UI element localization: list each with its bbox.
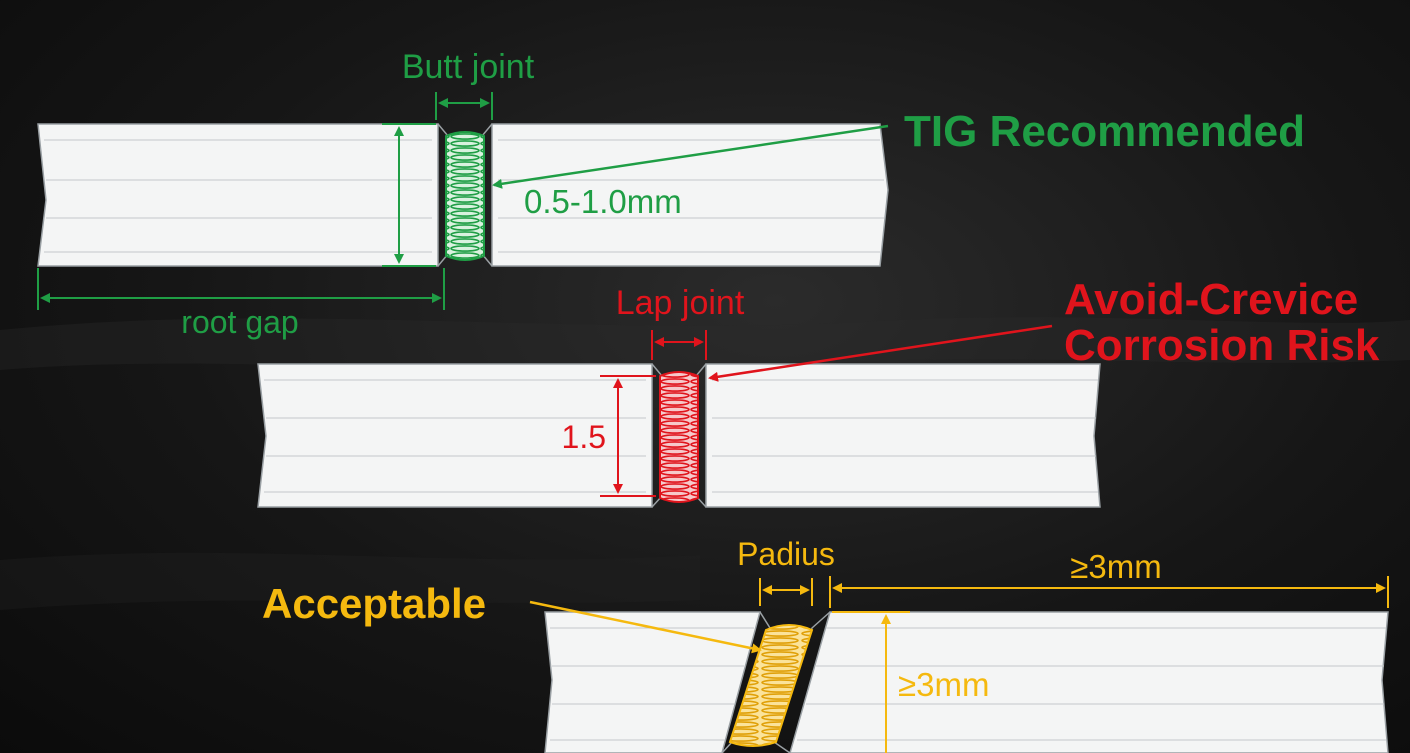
butt-joint-group: Butt joint root gap 0.5-1.0mm TIG Recomm… — [37, 48, 1305, 340]
tig-recommended-callout: TIG Recommended — [904, 107, 1305, 156]
crevice-callout-leader — [708, 324, 1053, 382]
butt-gap-label: 0.5-1.0mm — [524, 183, 682, 220]
length-label: ≥3mm — [1070, 548, 1161, 585]
acceptable-callout-leader — [529, 600, 762, 654]
fillet-weld-bead — [728, 624, 814, 747]
avoid-crevice-callout-line2: Corrosion Risk — [1064, 321, 1380, 370]
padius-title: Padius — [737, 536, 835, 572]
acceptable-callout: Acceptable — [262, 580, 486, 627]
fillet-joint-group: Padius ≥3mm ≥3mm Acceptable — [262, 536, 1389, 753]
butt-right-plate-lines — [498, 139, 884, 253]
root-gap-label: root gap — [181, 304, 298, 340]
butt-joint-title: Butt joint — [402, 48, 535, 86]
lap-thickness-label: 1.5 — [562, 419, 606, 455]
butt-weld-bead — [445, 131, 485, 261]
butt-left-plate — [37, 123, 439, 267]
height-label: ≥3mm — [898, 666, 989, 703]
lap-weld-bead — [659, 371, 699, 503]
fillet-right-plate-lines — [797, 627, 1386, 741]
lap-left-plate-lines — [264, 379, 646, 493]
lap-joint-group: Lap joint 1.5 Avoid-Crevice Corrosion Ri… — [257, 275, 1380, 508]
lap-joint-title: Lap joint — [616, 284, 745, 322]
avoid-crevice-callout-line1: Avoid-Crevice — [1064, 275, 1358, 324]
fillet-left-plate — [544, 611, 761, 753]
butt-left-plate-lines — [44, 139, 432, 253]
lap-right-plate — [705, 363, 1101, 508]
fillet-right-plate — [789, 611, 1389, 753]
butt-right-plate — [491, 123, 889, 267]
lap-left-plate — [257, 363, 653, 508]
tig-callout-leader — [492, 124, 889, 189]
lap-right-plate-lines — [712, 379, 1098, 493]
